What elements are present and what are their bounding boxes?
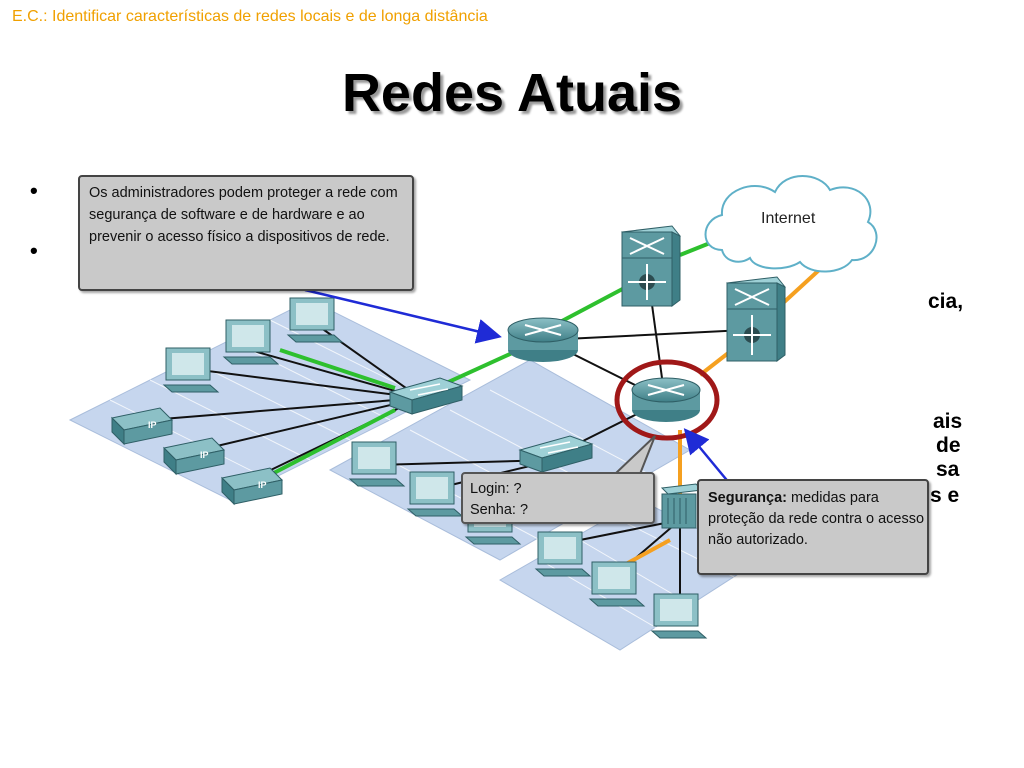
lan-switch-icon [388,377,464,415]
background-text-fragment: cia, [928,290,964,313]
login-callout: Login: ? Senha: ? [461,472,655,524]
arrow-to-router [304,288,502,344]
background-text-fragment: de [936,434,961,457]
pc-icon [406,471,464,517]
login-label: Login: [470,481,510,497]
multilayer-switch-icon [621,225,681,307]
login-value: ? [513,481,522,497]
svg-text:IP: IP [148,420,157,430]
firewall-icon [660,483,704,529]
ip-phone-icon [110,407,174,446]
bullet-marker-1: • [30,178,38,203]
ip-phone-icons [110,407,284,506]
admin-callout-text: Os administradores podem proteger a rede… [89,185,398,245]
secured-router-icon [631,377,701,422]
svg-text:IP: IP [200,450,209,460]
security-callout-text: medidas para proteção da rede contra o a… [708,490,925,548]
security-callout: Segurança: medidas para proteção da rede… [697,479,929,575]
multilayer-switch-icon [726,276,786,362]
background-text-fragment: ais [933,410,963,433]
security-callout-label: Segurança: [708,490,787,506]
ip-phone-icon [220,467,284,506]
ip-phone-icon [162,437,226,476]
ec-objective-text: E.C.: Identificar características de red… [12,8,488,25]
lan-switch-icon [518,435,594,473]
ip-phone-labels: IP IP IP [148,420,267,490]
svg-text:IP: IP [258,480,267,490]
internet-cloud-icon [704,175,878,273]
login-line: Login: ? [470,479,653,500]
slide-title: Redes Atuais [341,63,683,123]
pc-icon [286,297,344,343]
password-value: ? [520,502,529,518]
pc-icon [588,561,646,607]
pc-icon [162,347,220,393]
password-line: Senha: ? [470,500,653,521]
bullet-marker-2: • [30,238,38,263]
router-icon [507,317,579,362]
pc-icon [222,319,280,365]
pc-icon [534,531,592,577]
pc-icon [650,593,708,639]
password-label: Senha: [470,502,516,518]
background-text-fragment: s e [930,484,960,507]
pc-icon [348,441,406,487]
security-highlight-ring [614,359,720,441]
background-text-fragment: sa [936,458,960,481]
admin-callout: Os administradores podem proteger a rede… [78,175,414,291]
internet-cloud-label: Internet [761,210,816,227]
